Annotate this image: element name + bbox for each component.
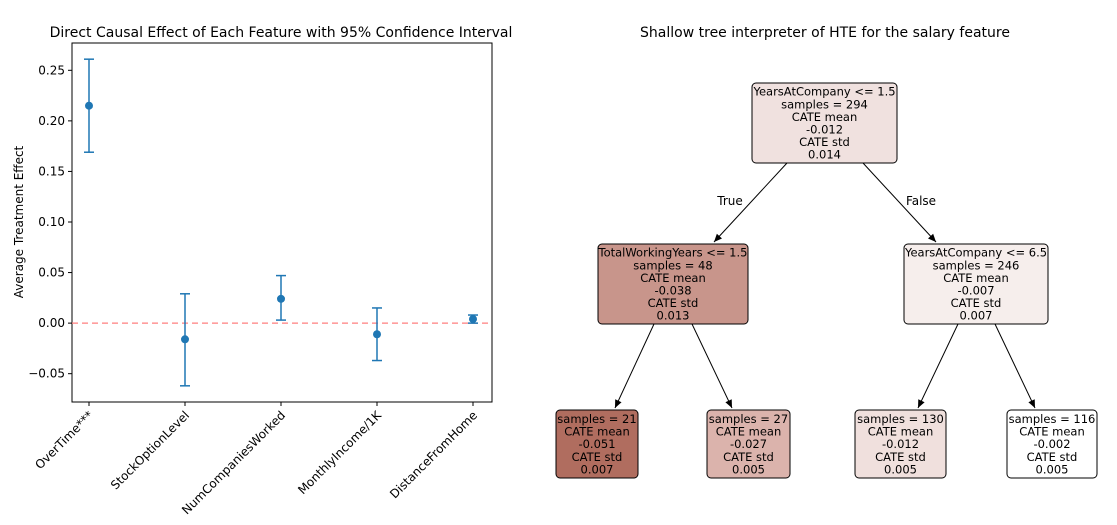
tree-node-line: 0.005 — [732, 462, 765, 476]
effect-point — [181, 335, 189, 344]
tree-node-box — [555, 409, 639, 479]
tree-edge — [614, 323, 655, 409]
tree-node-line: -0.038 — [654, 284, 691, 298]
y-tick-label: 0.00 — [38, 316, 65, 330]
tree-node-line: samples = 48 — [633, 258, 712, 272]
tree-node-line: 0.014 — [808, 148, 841, 162]
tree-node-line: 0.013 — [657, 309, 690, 323]
tree-node-line: samples = 246 — [933, 258, 1020, 272]
tree-node-line: 0.005 — [884, 462, 917, 476]
tree-node-box — [751, 82, 898, 164]
effect-chart: Direct Causal Effect of Each Feature wit… — [12, 25, 512, 517]
tree-node-line: samples = 116 — [1009, 412, 1096, 426]
effect-point — [277, 294, 285, 303]
tree-node-line: -0.002 — [1033, 437, 1070, 451]
tree-node-line: CATE std — [648, 296, 699, 310]
y-tick-label: −0.05 — [28, 367, 65, 381]
tree-node-box — [854, 409, 947, 479]
tree-edges — [614, 162, 1036, 409]
tree-node-line: samples = 294 — [781, 97, 868, 111]
tree-node-line: 0.007 — [960, 309, 993, 323]
tree-node-line: CATE std — [1027, 450, 1078, 464]
tree-node-line: -0.027 — [730, 437, 767, 451]
tree-edge — [691, 323, 733, 409]
tree-node-line: CATE std — [951, 296, 1002, 310]
tree-edge — [713, 162, 788, 243]
tree-node-box — [1006, 409, 1098, 479]
tree-node-line: CATE std — [572, 450, 623, 464]
effect-point — [85, 101, 93, 110]
tree-node-line: CATE mean — [1019, 425, 1085, 439]
y-tick-label: 0.15 — [38, 164, 65, 178]
error-bars — [84, 58, 478, 387]
tree-node-line: -0.007 — [957, 284, 994, 298]
effect-chart-title: Direct Causal Effect of Each Feature wit… — [50, 25, 513, 41]
x-tick-label: NumCompaniesWorked — [179, 408, 288, 517]
y-axis-label: Average Treatment Effect — [12, 145, 26, 298]
tree-node-line: samples = 130 — [857, 412, 944, 426]
tree-edge — [862, 162, 937, 243]
tree-node-line: CATE std — [723, 450, 774, 464]
tree-node-box — [706, 409, 791, 479]
tree-chart: Shallow tree interpreter of HTE for the … — [555, 25, 1098, 479]
y-tick-label: 0.25 — [38, 63, 65, 77]
y-ticks: −0.05 0.00 0.05 0.10 0.15 0.20 0.25 — [28, 63, 72, 381]
tree-node-line: CATE mean — [564, 425, 630, 439]
tree-edge-arrowhead — [1028, 399, 1035, 408]
tree-edge-arrowhead — [928, 233, 936, 242]
tree-edge — [994, 323, 1036, 409]
tree-node-line: -0.051 — [578, 437, 615, 451]
y-tick-label: 0.20 — [38, 114, 65, 128]
tree-node-line: CATE mean — [943, 271, 1009, 285]
x-ticks: OverTime***StockOptionLevelNumCompaniesW… — [32, 402, 480, 517]
tree-node-line: YearsAtCompany <= 6.5 — [904, 246, 1047, 260]
tree-node-line: CATE std — [875, 450, 926, 464]
tree-node-line: samples = 27 — [709, 412, 788, 426]
tree-node-line: CATE mean — [792, 110, 858, 124]
tree-edge — [917, 323, 959, 409]
tree-node-line: 0.005 — [1036, 462, 1069, 476]
tree-node-box — [903, 243, 1049, 325]
tree-edge-arrowhead — [714, 233, 722, 242]
x-tick-label: OverTime*** — [32, 408, 96, 472]
tree-node-line: CATE std — [799, 135, 850, 149]
tree-node-line: CATE mean — [640, 271, 706, 285]
tree-edge-arrowhead — [918, 399, 925, 408]
x-tick-label: DistanceFromHome — [387, 408, 480, 501]
tree-node-line: 0.007 — [581, 462, 614, 476]
effect-point — [469, 315, 477, 324]
tree-node-line: YearsAtCompany <= 1.5 — [752, 85, 895, 99]
y-tick-label: 0.10 — [38, 215, 65, 229]
tree-node-line: -0.012 — [806, 123, 843, 137]
tree-chart-title: Shallow tree interpreter of HTE for the … — [640, 25, 1010, 41]
tree-edge-arrowhead — [725, 399, 732, 408]
tree-edge-arrowhead — [615, 399, 622, 408]
tree-node-line: CATE mean — [716, 425, 782, 439]
edge-label-true: True — [716, 194, 743, 208]
plot-frame — [71, 42, 493, 403]
edge-label-false: False — [906, 194, 936, 208]
tree-node-line: -0.012 — [882, 437, 919, 451]
tree-node-line: samples = 21 — [557, 412, 636, 426]
tree-node-line: CATE mean — [868, 425, 934, 439]
tree-node-box — [597, 243, 749, 325]
y-tick-label: 0.05 — [38, 266, 65, 280]
effect-point — [373, 330, 381, 339]
tree-node-line: TotalWorkingYears <= 1.5 — [598, 246, 748, 260]
x-tick-label: StockOptionLevel — [108, 408, 192, 492]
x-tick-label: MonthlyIncome/1K — [295, 407, 385, 497]
